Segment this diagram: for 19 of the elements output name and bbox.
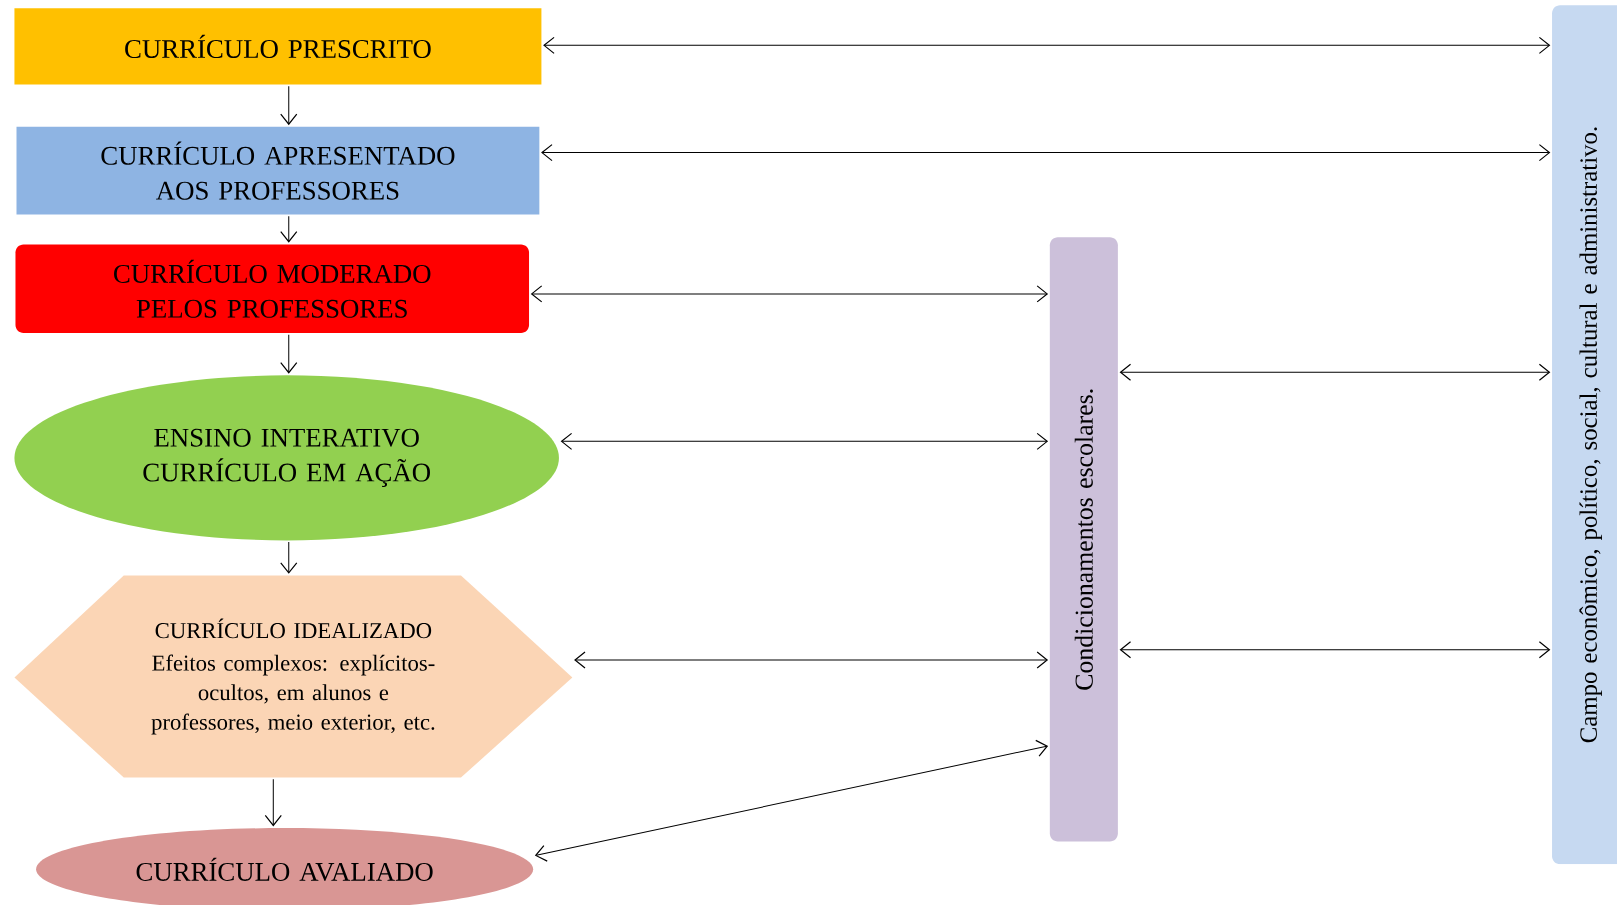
vertical-band: Campo econômico, político, social, cultural e administrativo. (1552, 4, 1617, 864)
process-box: CURRÍCULO APRESENTADO AOS PROFESSORES (16, 126, 540, 215)
arrow (280, 85, 298, 125)
arrow (280, 541, 298, 574)
arrow (1119, 363, 1551, 381)
arrow (530, 285, 1049, 303)
arrow (264, 778, 282, 827)
process-box: CURRÍCULO PRESCRITO (14, 8, 542, 85)
arrow (280, 334, 298, 374)
arrow (280, 215, 298, 243)
vertical-band: Condicionamentos escolares. (1049, 236, 1118, 842)
arrow (534, 739, 1049, 862)
arrow (574, 651, 1049, 669)
arrow (543, 36, 1551, 54)
process-box: CURRÍCULO MODERADO PELOS PROFESSORES (15, 244, 530, 333)
arrow (560, 432, 1049, 450)
arrow (1119, 640, 1551, 659)
arrow (541, 143, 1551, 161)
hexagon-box: CURRÍCULO IDEALIZADO Efeitos complexos: explícitos-ocultos, em alunos e professores, meio exterior, etc. (14, 575, 573, 778)
